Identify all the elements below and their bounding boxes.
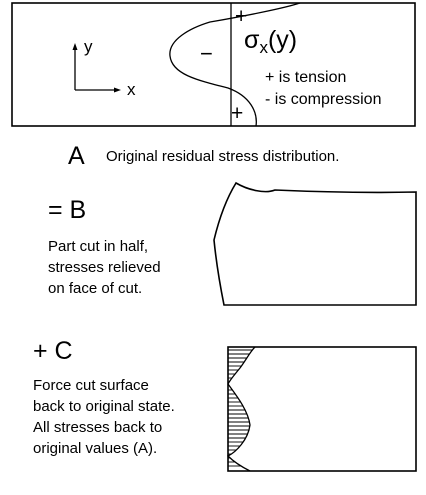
x-axis-arrow-icon (114, 87, 121, 93)
legend-compression: - is compression (265, 91, 381, 108)
panel-b-text-line-2: stresses relieved (48, 259, 161, 276)
minus-sign-middle: − (200, 41, 213, 66)
panel-c: + C Force cut surface back to original s… (33, 337, 417, 472)
panel-b-text-line-3: on face of cut. (48, 280, 142, 297)
y-axis-label: y (84, 37, 93, 56)
panel-b-text-line-1: Part cut in half, (48, 238, 148, 255)
x-axis-label: x (127, 80, 136, 99)
panel-a-bar-outline (11, 2, 416, 127)
sigma-subscript: x (259, 38, 268, 57)
panel-c-text-line-3: All stresses back to (33, 419, 162, 436)
panel-a: y x + − + σx(y) + is tension - is compre… (11, 2, 416, 170)
panel-c-heading: + C (33, 337, 73, 365)
applied-stress-hatching (228, 349, 253, 467)
sigma-argument: (y) (268, 26, 297, 54)
relieved-half-bar-outline (213, 181, 417, 306)
panel-a-caption: Original residual stress distribution. (106, 148, 339, 165)
stress-distribution-curve (169, 2, 301, 127)
panel-b: = B Part cut in half, stresses relieved … (48, 181, 417, 306)
restored-half-bar-outline (227, 346, 417, 472)
y-axis-arrow-icon (72, 43, 78, 50)
applied-stress-curve (226, 346, 256, 472)
panel-c-text-line-1: Force cut surface (33, 377, 149, 394)
sigma-label: σx(y) (244, 26, 297, 57)
coordinate-axes: y x (72, 37, 136, 99)
panel-c-text-line-2: back to original state. (33, 398, 175, 415)
plus-sign-top: + (235, 5, 247, 28)
panel-a-letter: A (68, 142, 85, 170)
legend-tension: + is tension (265, 69, 346, 86)
panel-c-text-line-4: original values (A). (33, 440, 157, 457)
sigma-symbol: σ (244, 26, 260, 54)
panel-b-heading: = B (48, 196, 86, 224)
plus-sign-bottom: + (231, 102, 243, 125)
